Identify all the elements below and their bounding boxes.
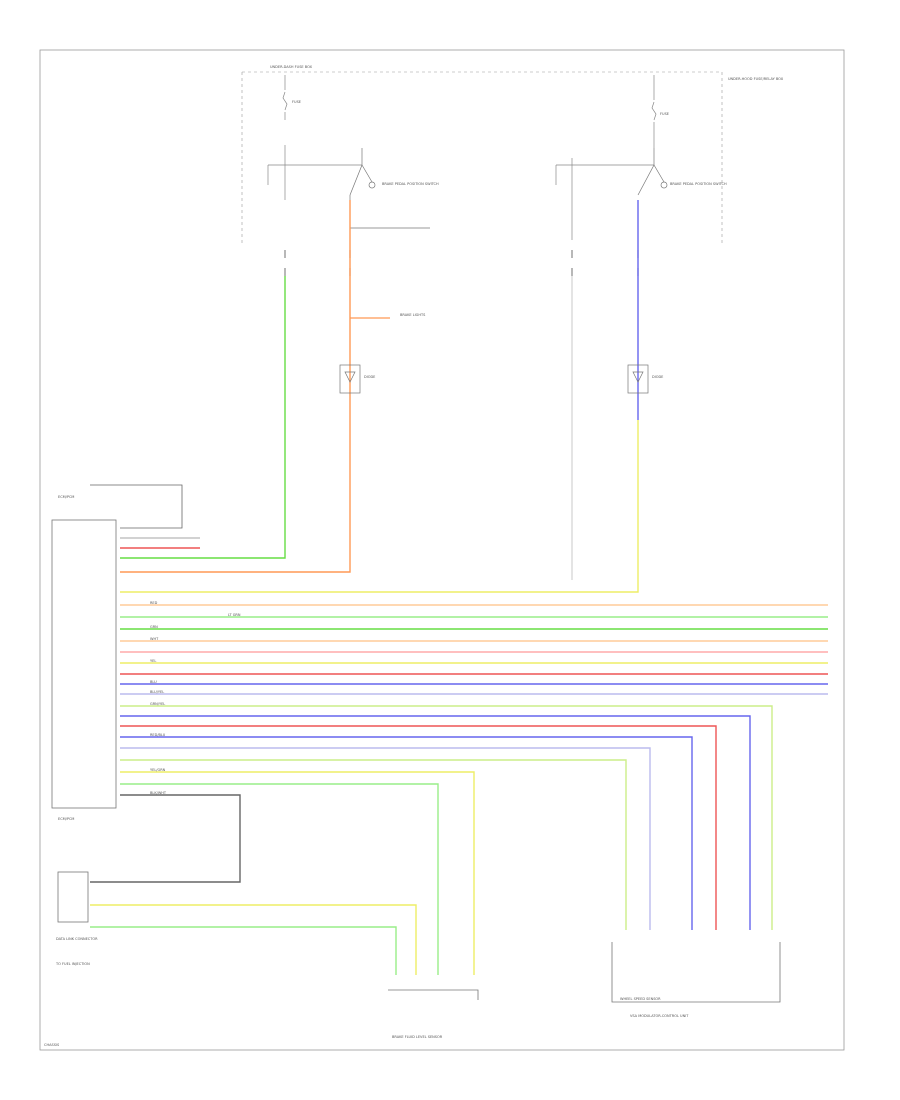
right-sensor-bracket bbox=[611, 942, 781, 1003]
left-sensor bbox=[57, 871, 89, 923]
left-diode-icon bbox=[339, 364, 361, 394]
svg-text:LT GRN: LT GRN bbox=[228, 613, 241, 617]
bottom-center-label: BRAKE FLUID LEVEL SENSOR bbox=[392, 1035, 443, 1039]
left-diode-label: DIODE bbox=[364, 375, 375, 379]
left-note-1: DATA LINK CONNECTOR bbox=[56, 937, 98, 941]
corner-label: CHASSIS bbox=[44, 1043, 60, 1047]
left-switch-icon bbox=[349, 148, 430, 229]
ecm-top-loop bbox=[90, 484, 183, 529]
wire-tags: LT GRN RED GRN WHT YEL BLU BLU/YEL GRN/Y… bbox=[150, 601, 241, 795]
orange-tap-label: BRAKE LIGHTS bbox=[400, 313, 426, 317]
right-diode-icon bbox=[627, 364, 649, 394]
right-switch-label: BRAKE PEDAL POSITION SWITCH bbox=[670, 182, 727, 186]
yellow-feed-wire bbox=[120, 420, 639, 593]
left-sensor-yellow bbox=[90, 904, 417, 975]
green-feed-wire bbox=[120, 276, 286, 559]
bottom-right-label-b: VSA MODULATOR-CONTROL UNIT bbox=[630, 1014, 689, 1018]
right-fuse-label: FUSE bbox=[660, 112, 669, 116]
left-fuse bbox=[267, 75, 362, 200]
top-fuse-box-label: UNDER-DASH FUSE BOX bbox=[270, 65, 313, 69]
center-sensor-bracket bbox=[388, 989, 479, 1000]
top-right-box-label: UNDER-HOOD FUSE/RELAY BOX bbox=[728, 77, 784, 81]
left-note-2: TO FUEL INJECTION bbox=[55, 962, 90, 966]
svg-text:BLU: BLU bbox=[150, 680, 157, 684]
bottom-right-label-a: WHEEL SPEED SENSOR bbox=[620, 997, 661, 1001]
svg-text:GRN: GRN bbox=[150, 625, 158, 629]
svg-text:YEL: YEL bbox=[150, 659, 156, 663]
right-diode-label: DIODE bbox=[652, 375, 663, 379]
ecm-bottom-label: ECM/PCM bbox=[58, 817, 74, 821]
bus-wires bbox=[120, 604, 828, 695]
connector-ticks bbox=[284, 250, 639, 276]
left-switch-label: BRAKE PEDAL POSITION SWITCH bbox=[382, 182, 439, 186]
svg-text:BLU/YEL: BLU/YEL bbox=[150, 690, 164, 694]
left-sensor-green bbox=[90, 926, 397, 975]
svg-text:YEL/GRN: YEL/GRN bbox=[150, 768, 166, 772]
svg-text:RED/BLU: RED/BLU bbox=[150, 733, 166, 737]
diagram-frame bbox=[39, 49, 845, 1051]
left-fuse-label: FUSE bbox=[292, 100, 301, 104]
ecm-top-label: ECM/PCM bbox=[58, 495, 74, 499]
svg-text:BLK/WHT: BLK/WHT bbox=[150, 791, 167, 795]
right-fuse bbox=[555, 75, 657, 240]
ecm-module bbox=[51, 519, 117, 809]
svg-text:WHT: WHT bbox=[150, 637, 159, 641]
svg-text:RED: RED bbox=[150, 601, 158, 605]
svg-text:GRN/YEL: GRN/YEL bbox=[150, 702, 165, 706]
right-switch-icon bbox=[637, 148, 668, 196]
orange-feed-wire bbox=[120, 200, 351, 573]
down-wires bbox=[90, 705, 773, 975]
fuse-box-outline bbox=[241, 71, 723, 245]
